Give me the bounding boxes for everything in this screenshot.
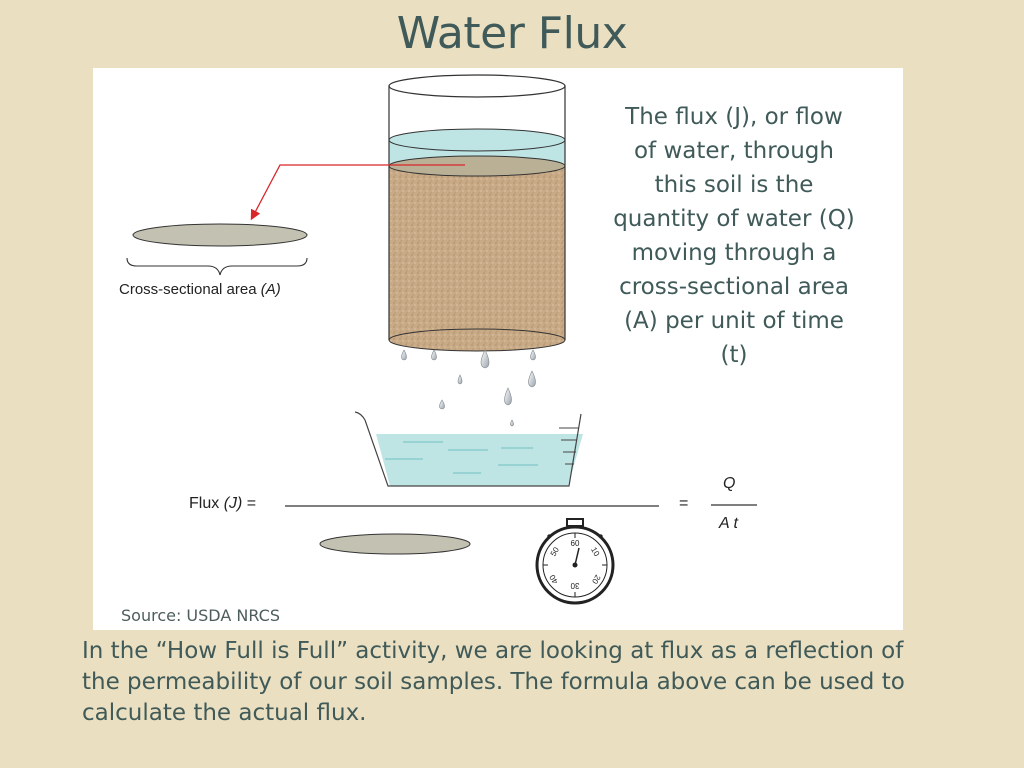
- body-text: In the “How Full is Full” activity, we a…: [82, 638, 905, 726]
- stopwatch-number: 30: [570, 581, 579, 590]
- flux-diagram: 60 10 20 30 40 50 The flux (J), or flow …: [93, 68, 903, 630]
- flux-explanation: The flux (J), or flow of water, through …: [613, 104, 855, 368]
- area-brace: [126, 257, 308, 276]
- flux-symbol: (J): [223, 495, 243, 512]
- source-credit: Source: USDA NRCS: [121, 606, 280, 625]
- area-label: Cross-sectional area (A): [119, 281, 281, 298]
- area-symbol: (A): [260, 281, 281, 298]
- water-drops: [401, 349, 536, 427]
- stopwatch-icon: 60 10 20 30 40 50: [535, 518, 615, 605]
- soil-column: [388, 74, 566, 352]
- area-label-text: Cross-sectional area: [119, 281, 257, 298]
- beaker: [354, 411, 583, 487]
- flux-equals: =: [246, 495, 257, 512]
- cross-section-arrow: [250, 164, 465, 221]
- stopwatch-number: 60: [571, 539, 580, 548]
- flux-label-text: Flux: [189, 495, 220, 512]
- flux-label: Flux (J) =: [189, 495, 256, 513]
- denominator-disc: [319, 533, 471, 555]
- flux-illustration: 60 10 20 30 40 50: [126, 74, 757, 605]
- cross-section-disc: [132, 223, 308, 247]
- formula-equals: =: [679, 495, 689, 512]
- formula-numerator: Q: [723, 475, 736, 492]
- slide-title: Water Flux: [396, 8, 628, 59]
- formula-denominator: A t: [719, 515, 738, 532]
